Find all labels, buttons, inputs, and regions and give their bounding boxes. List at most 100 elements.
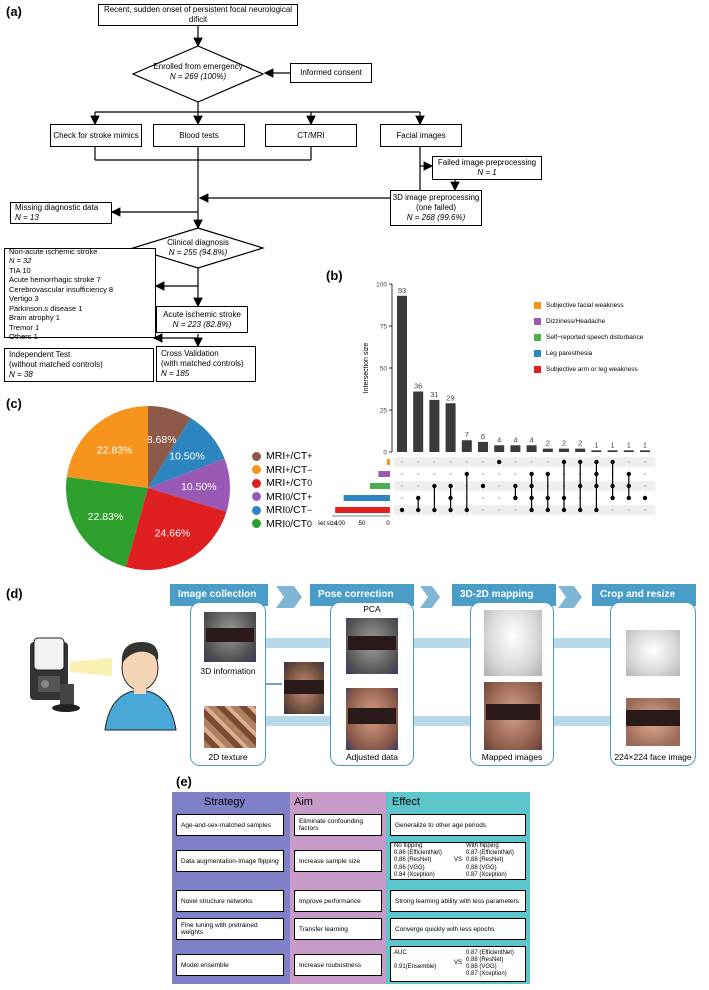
pie-legend-mri-3: MRI	[266, 490, 286, 503]
matrix-dot-7-0	[514, 460, 517, 464]
failed-title: Failed image preprocessing	[437, 158, 537, 167]
intersection-label-9: 2	[546, 439, 550, 448]
matrix-row-bg-2	[394, 481, 656, 491]
matrix-dot-5-1	[481, 472, 485, 476]
intersection-bar-10	[559, 448, 569, 452]
pie-slice-4	[148, 417, 225, 488]
stage-header-crop-resize: Crop and resize	[592, 584, 696, 606]
cv-l1: Cross Validation	[161, 349, 219, 358]
pipeline-band-top	[190, 638, 670, 648]
pipeline-band-bottom	[190, 716, 670, 726]
pose-mesh-image	[346, 618, 398, 674]
pie-legend-msup-2: +	[285, 478, 291, 488]
intersection-label-6: 4	[497, 435, 501, 444]
panel-label-a: (a)	[6, 4, 22, 19]
pie-legend-csup-1: −	[307, 464, 313, 475]
flowchart-connectors	[90, 26, 460, 348]
pie-legend-mri-4: MRI	[266, 504, 286, 516]
intersection-label-0: 93	[398, 286, 406, 295]
legend-swatch-0	[534, 302, 541, 309]
intersection-label-14: 1	[627, 440, 631, 449]
intersection-bar-0	[397, 295, 407, 452]
caption-2d-texture: 2D texture	[208, 752, 248, 762]
nonacute-line-7: Brain atrophy 1	[9, 313, 60, 322]
cropped-depth-image	[626, 630, 680, 676]
pie-slice-0	[148, 406, 191, 488]
matrix-dot-5-3	[481, 496, 485, 500]
matrix-dot-15-3	[642, 495, 648, 501]
row4-effect: Converge quickly with less epochs	[390, 918, 526, 940]
pie-legend-ct-4: /CT	[290, 504, 308, 516]
matrix-dot-6-4	[497, 508, 501, 512]
header-effect: Effect	[392, 796, 420, 808]
row3-aim: Improve performance	[294, 890, 382, 912]
pie-legend-csup-0: +	[307, 451, 313, 461]
pie-legend-mri-5: MRI	[266, 517, 286, 530]
legend-label-3: Leg paresthesia	[546, 350, 593, 357]
intersection-bar-8	[526, 445, 537, 452]
pipeline-graphics	[30, 586, 670, 731]
intersection-bar-2	[429, 399, 440, 452]
legend-label-4: Subjective arm or leg weakness	[546, 366, 638, 373]
matrix-dot-6-3	[497, 496, 501, 500]
ctmri-text: CT/MRI	[297, 130, 325, 140]
mimics-box: Check for stroke mimics	[50, 124, 142, 147]
pie-label-3: 10.50%	[181, 481, 217, 493]
flip-right-head: With flipping	[466, 843, 499, 849]
acute-title: Acute ischemic stroke	[163, 309, 241, 319]
stage-arrow-2	[420, 586, 440, 608]
set-size-bar-4	[335, 507, 390, 513]
matrix-dot-1-0	[416, 460, 420, 464]
acute-box: Acute ischemic stroke N = 223 (82.8%)	[156, 306, 248, 333]
ensemble-left-col: AUC 0.91(Ensemble)	[394, 950, 450, 979]
intersection-bar-3	[445, 403, 456, 452]
matrix-dot-14-0	[627, 460, 631, 464]
consent-text: Informed consent	[300, 68, 362, 77]
failed-n: N = 1	[477, 168, 497, 177]
legend-swatch-2	[534, 334, 541, 341]
legend-label-2: Self−reported speech disturbance	[546, 334, 644, 341]
onset-text: Recent, sudden onset of persistent focal…	[103, 5, 293, 24]
missing-title: Missing diagnostic data	[15, 203, 99, 212]
flip-vs: VS	[453, 857, 462, 864]
pie-legend-msup-1: +	[285, 464, 291, 475]
matrix-dot-0-2	[400, 484, 404, 488]
y-tick-label-4: 100	[376, 282, 387, 289]
flip-left-2: 0.86 (VGG)	[394, 864, 425, 871]
intersection-bar-14	[623, 450, 634, 452]
preproc-box: 3D image preprocessing (one failed) N = …	[390, 190, 482, 226]
consent-box: Informed consent	[290, 63, 372, 83]
matrix-dot-2-1	[433, 472, 436, 476]
set-size-label: Set size	[318, 521, 338, 527]
intersection-bar-6	[494, 445, 505, 452]
stage-arrow-3	[558, 586, 582, 608]
cv-l2: (with matched controls)	[161, 359, 244, 368]
row4-strategy: Fine tuning with pretrained weights	[176, 918, 284, 940]
ctmri-box: CT/MRI	[265, 124, 357, 147]
row5-aim: Increase roubustness	[294, 954, 382, 976]
row3-strategy: Novel structure networks	[176, 890, 284, 912]
caption-adjusted: Adjusted data	[346, 752, 398, 762]
enrolled-n: N = 269 (100%)	[169, 72, 227, 81]
nonacute-line-2: TIA 10	[9, 265, 31, 275]
legend-label-1: Dizziness/Headache	[546, 318, 606, 325]
matrix-dot-1-1	[416, 472, 420, 476]
flip-left-0: 0.86 (EfficientNet)	[394, 850, 442, 857]
matrix-dot-6-1	[497, 472, 501, 476]
panel-label-d: (d)	[6, 586, 23, 601]
pie-slice-1	[66, 406, 148, 488]
y-tick-label-3: 75	[380, 324, 388, 331]
pie-slice-2	[125, 488, 227, 570]
matrix-dot-1-2	[416, 484, 420, 488]
enrolled-diamond: Enrolled from emergency N = 269 (100%)	[143, 62, 253, 82]
set-size-tick-2: 0	[386, 521, 390, 527]
pie-legend-dot-2	[252, 478, 261, 488]
preproc-l2: (one failed)	[415, 203, 457, 212]
intersection-label-4: 7	[465, 430, 469, 439]
flip-left-1: 0.86 (ResNet)	[394, 857, 432, 864]
matrix-dot-9-0	[546, 460, 550, 464]
face-mesh-3d-image	[204, 612, 256, 662]
